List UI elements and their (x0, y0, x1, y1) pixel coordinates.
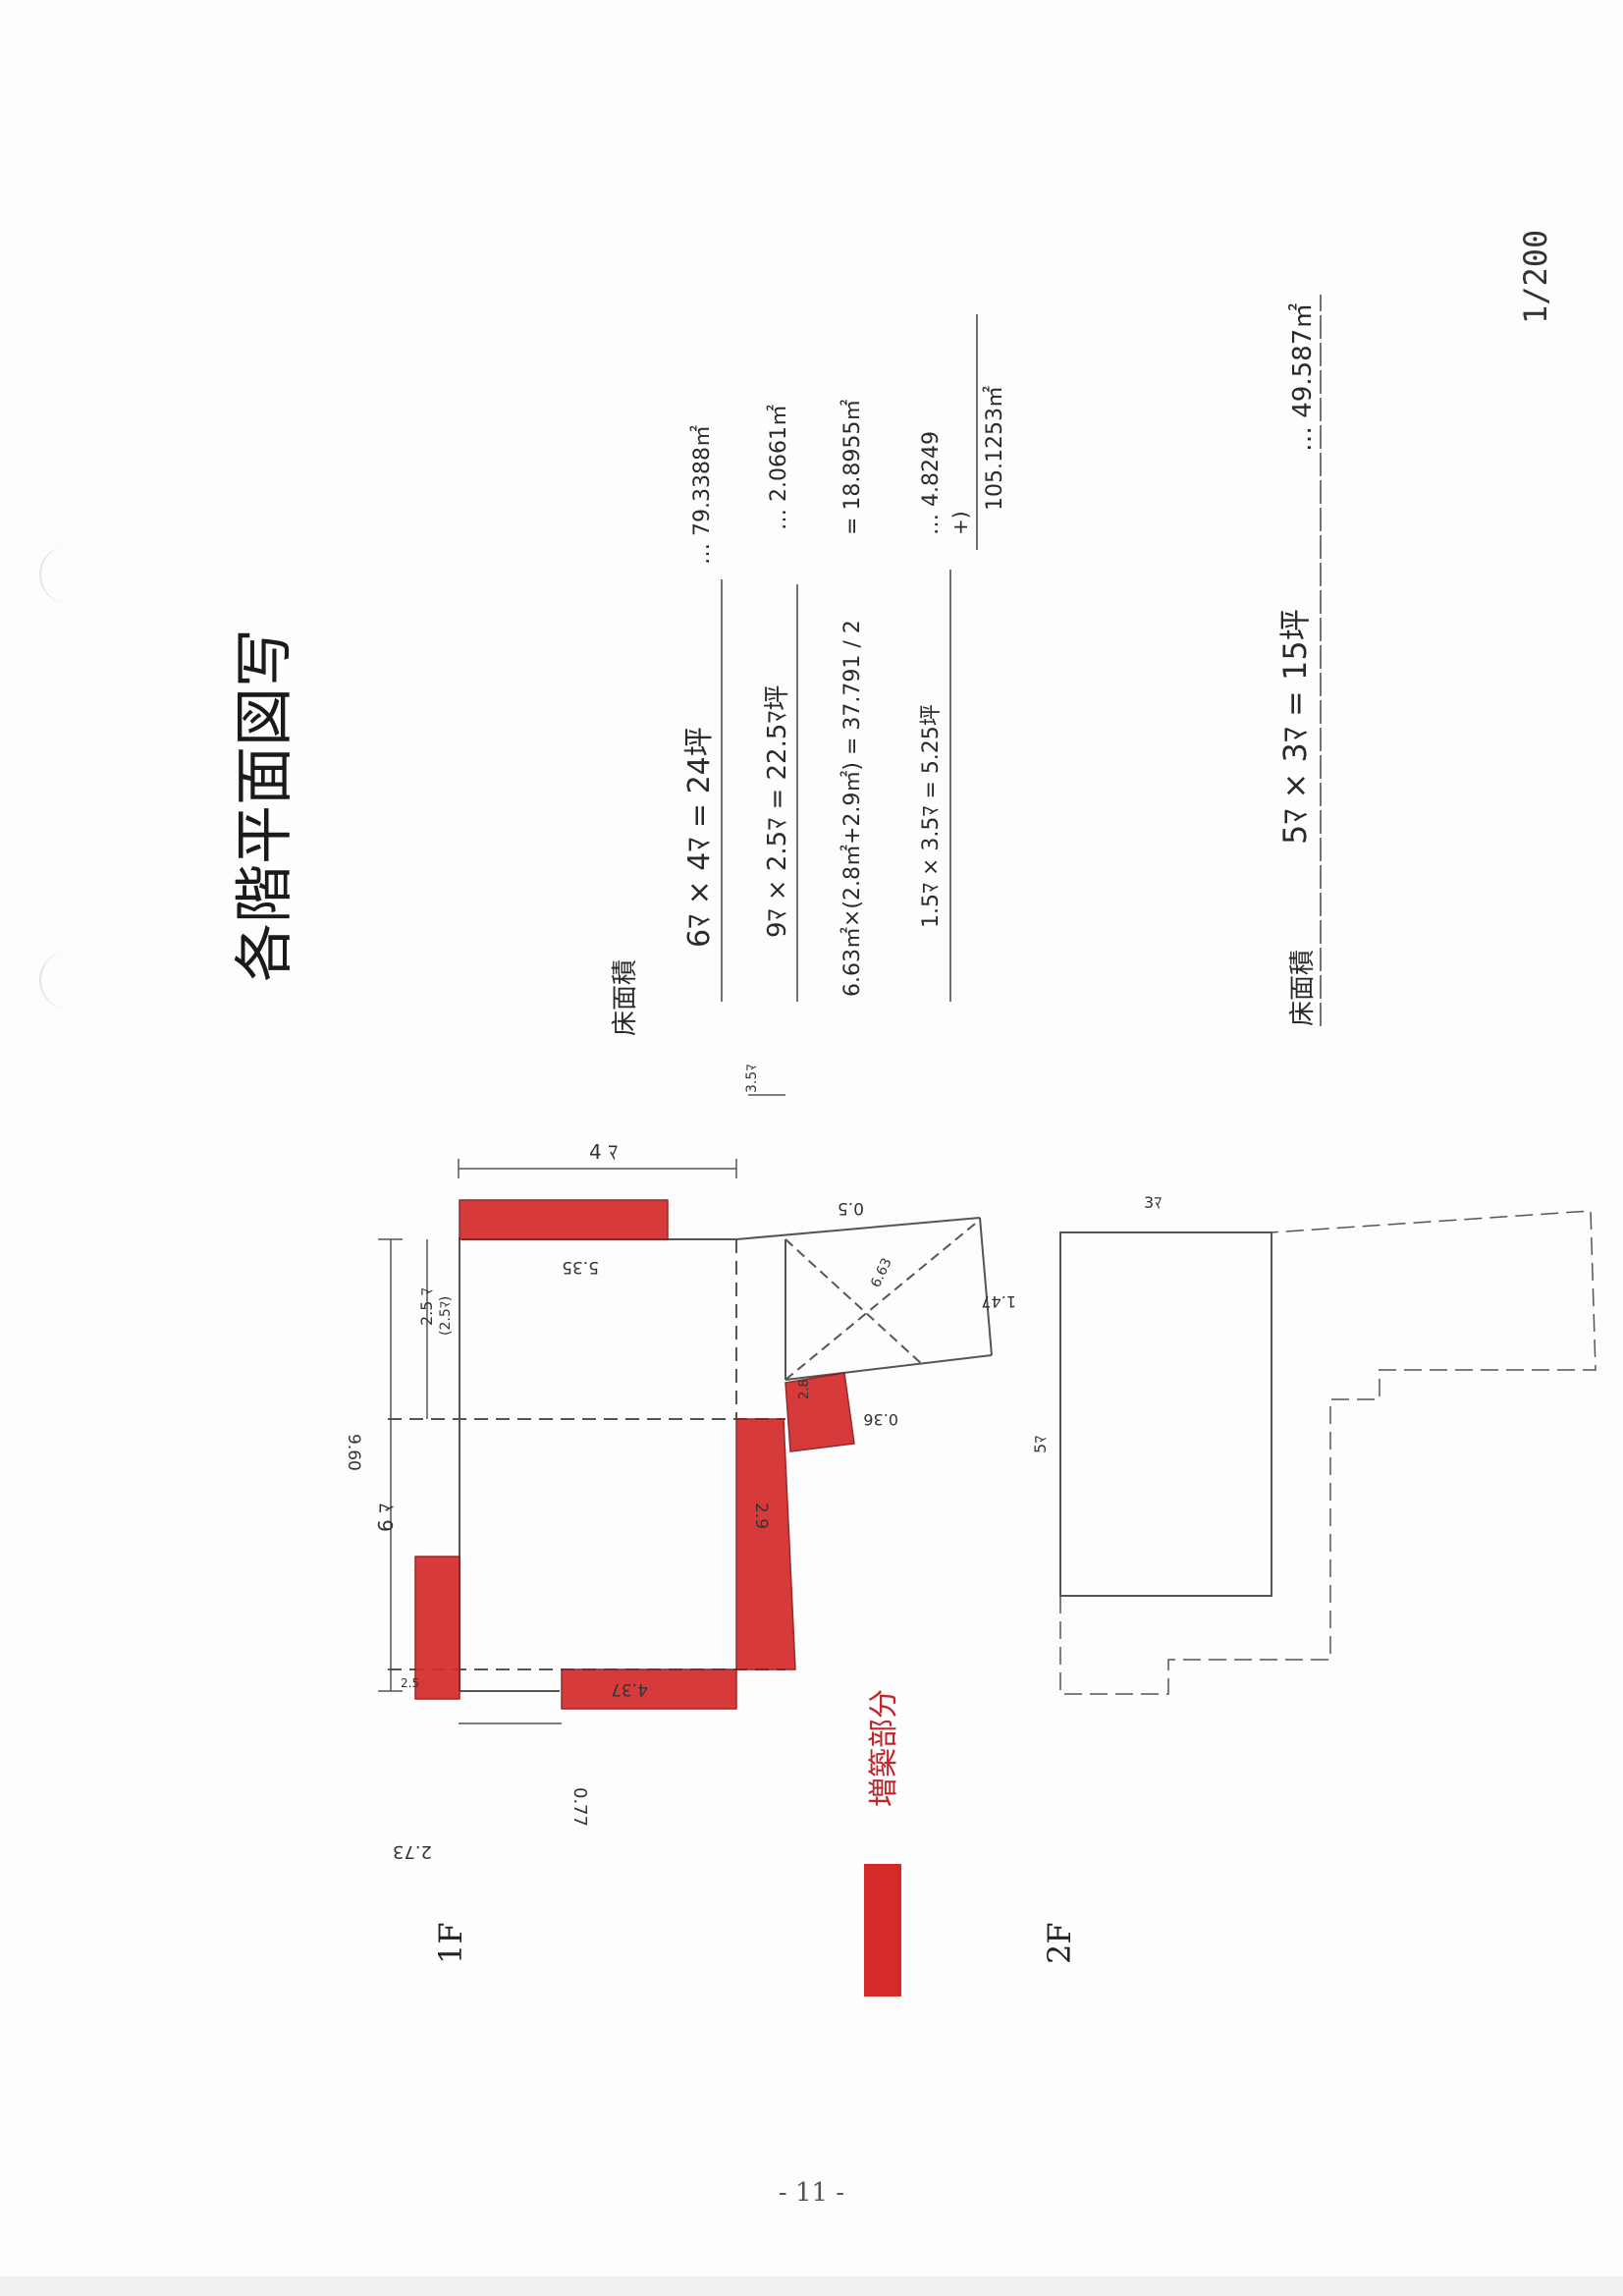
floor-1-plan: 4 ﾏ 6 ﾏ 2.5 ﾏ (2.5ﾏ) 9.60 3.5ﾏ 0.5 5.35 … (344, 1065, 1016, 1964)
calc-line-3-result: = 18.8955㎡ (839, 400, 865, 535)
floor-2-label: 2F (1041, 1922, 1078, 1964)
calc-line-1-expr: 6ﾏ × 4ﾏ = 24坪 (682, 727, 717, 948)
dim-label: (2.5ﾏ) (438, 1296, 454, 1336)
page-title: 各階平面図写 (231, 629, 299, 982)
calc-line-2-result: … 2.0661㎡ (766, 405, 791, 530)
calc-2f-expr: 5ﾏ × 3ﾏ = 15坪 (1276, 609, 1314, 845)
extension-right-strip (735, 1418, 796, 1670)
dim-label: 2.9 (751, 1503, 771, 1529)
legend-label: 増築部分 (867, 1689, 901, 1807)
dim-label: 0.36 (863, 1410, 898, 1429)
dim-label: 5ﾏ (1031, 1436, 1050, 1453)
punch-hole-mark (39, 545, 100, 604)
calc-2f-result: … 49.587㎡ (1288, 303, 1318, 452)
extension-top (459, 1199, 669, 1240)
calc-2f-label: 床面積 (1288, 950, 1318, 1026)
calc-line-1-result: … 79.3388㎡ (689, 425, 715, 565)
extension-corner (784, 1372, 855, 1452)
calc-2f: 床面積 5ﾏ × 3ﾏ = 15坪 … 49.587㎡ (1276, 295, 1322, 1026)
dim-label: 0.5 (838, 1198, 864, 1218)
scale-label: 1/200 (1517, 230, 1554, 324)
calc-line-2-expr: 9ﾏ × 2.5ﾏ = 22.5ﾏ坪 (763, 685, 792, 938)
calc-line-3-expr: 6.63㎡×(2.8㎡+2.9㎡) = 37.791 / 2 (839, 620, 865, 997)
dim-label: 2.5 (401, 1676, 419, 1690)
dim-label: 5.35 (562, 1257, 599, 1277)
punch-hole-mark (39, 951, 100, 1010)
calc-plus: +) (948, 511, 972, 535)
extension-bottom (561, 1668, 737, 1710)
dim-label: 6 ﾏ (374, 1503, 398, 1532)
dim-label: 4.37 (611, 1679, 648, 1699)
floor-1-label: 1F (432, 1922, 469, 1964)
dim-label: 0.77 (569, 1787, 590, 1827)
extension-left (414, 1556, 460, 1700)
calc-1f: 床面積 6ﾏ × 4ﾏ = 24坪 … 79.3388㎡ 9ﾏ × 2.5ﾏ =… (611, 314, 1007, 1036)
dim-label: 6.63 (868, 1256, 895, 1290)
floor-2-plan: 3ﾏ 5ﾏ 2F (1031, 1193, 1596, 1964)
dim-label: 2.73 (393, 1841, 432, 1862)
dim-label: 1.47 (981, 1292, 1016, 1311)
dim-label: 2.8 (797, 1379, 812, 1399)
calc-line-4-expr: 1.5ﾏ × 3.5ﾏ = 5.25坪 (919, 704, 944, 928)
dim-label: 4 ﾏ (589, 1140, 618, 1164)
calc-line-4-result: … 4.8249 (919, 431, 944, 535)
legend: 増築部分 (864, 1689, 901, 1996)
legend-swatch (864, 1864, 901, 1996)
dim-label: 2.5 ﾏ (417, 1287, 436, 1326)
page-number: - 11 - (778, 2178, 845, 2208)
dim-label: 9.60 (344, 1434, 363, 1471)
dim-label: 3.5ﾏ (744, 1065, 760, 1093)
scan-edge (0, 2276, 1623, 2296)
dim-label: 3ﾏ (1144, 1193, 1162, 1212)
calc-1f-label: 床面積 (611, 959, 640, 1036)
calc-total: 105.1253㎡ (982, 386, 1007, 511)
